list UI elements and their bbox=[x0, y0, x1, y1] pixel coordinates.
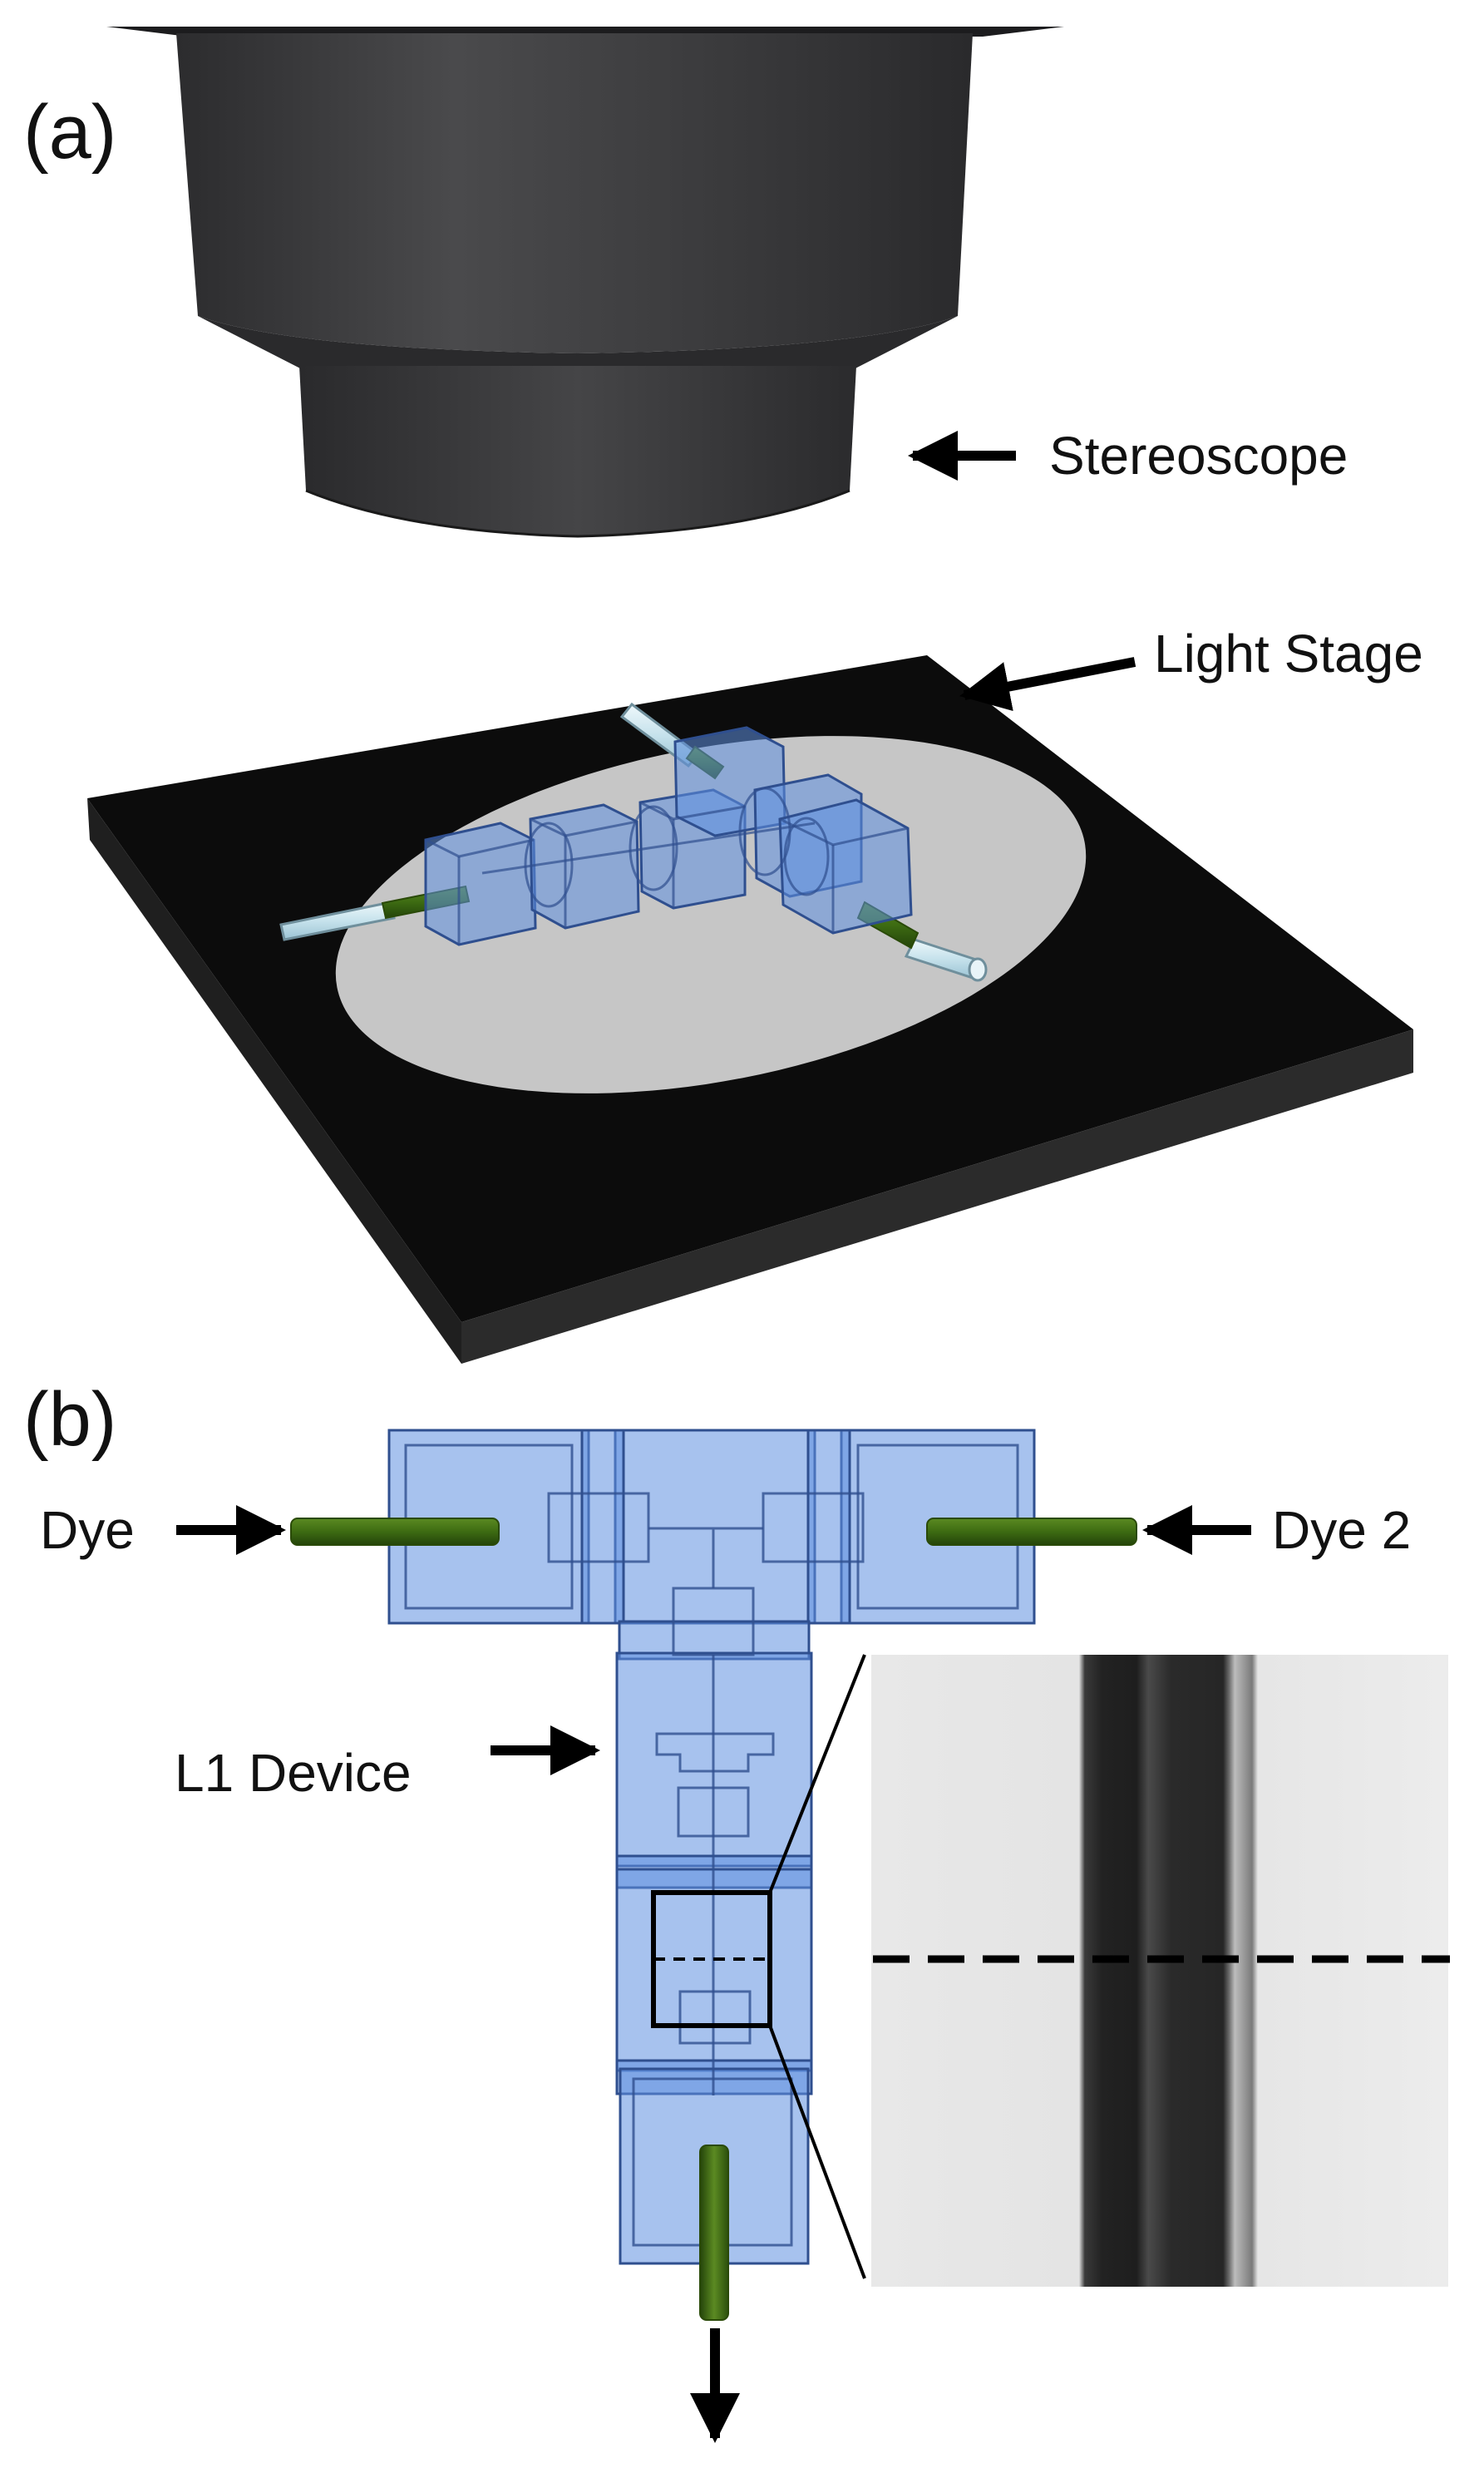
microscope-inset bbox=[871, 1655, 1450, 2287]
l1-device-label: L1 Device bbox=[175, 1743, 412, 1803]
device-assembly-3d bbox=[279, 702, 988, 982]
inlet-tubing-right bbox=[926, 1518, 1137, 1546]
stereoscope bbox=[106, 27, 1064, 538]
panel-a-label: (a) bbox=[23, 90, 116, 175]
device-top-view bbox=[290, 1429, 1137, 2321]
dye-inlet-label: Dye bbox=[40, 1500, 135, 1560]
panel-b-label: (b) bbox=[23, 1377, 116, 1462]
outlet-tubing bbox=[699, 2145, 729, 2321]
light-stage-label: Light Stage bbox=[1154, 624, 1423, 684]
dye2-inlet-label: Dye 2 bbox=[1272, 1500, 1411, 1560]
glass-tube-left bbox=[279, 901, 396, 941]
inlet-tubing-left bbox=[290, 1518, 500, 1546]
module-center bbox=[614, 1429, 816, 1625]
arrow-left-icon bbox=[959, 657, 1136, 712]
stereoscope-label: Stereoscope bbox=[1049, 426, 1348, 486]
